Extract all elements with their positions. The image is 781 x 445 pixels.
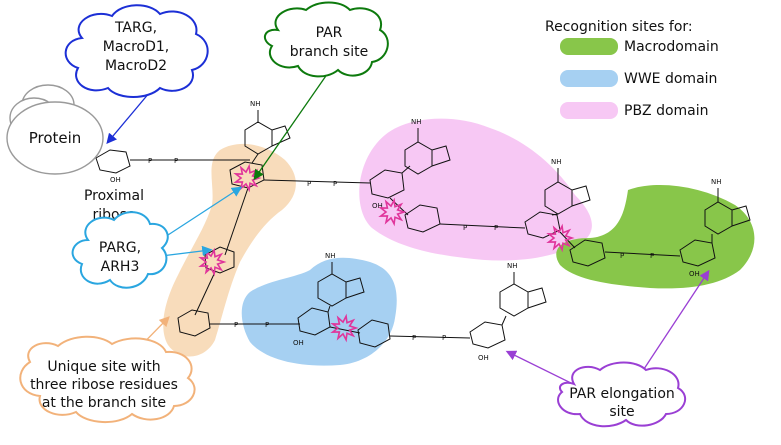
- ribose-ring-branch-mid: [204, 246, 235, 274]
- svg-text:NH: NH: [507, 262, 518, 270]
- svg-text:OH: OH: [110, 176, 121, 184]
- ribose-ring-5: [569, 239, 606, 267]
- proximal-label-line1: Proximal: [84, 188, 144, 204]
- par-branch-line1: PAR: [316, 25, 343, 41]
- svg-text:P: P: [307, 180, 311, 188]
- legend-label-macrodomain: Macrodomain: [624, 39, 719, 55]
- ribose-ring-2: [369, 169, 405, 199]
- par-branch-callout: PAR branch site: [263, 1, 389, 78]
- targ-callout: TARG, MacroD1, MacroD2: [64, 4, 209, 98]
- svg-text:P: P: [650, 252, 654, 260]
- unique-line3: at the branch site: [42, 395, 166, 411]
- elongation-line1: PAR elongation: [569, 386, 675, 402]
- targ-line3: MacroD2: [105, 58, 167, 74]
- unique-line2: three ribose residues: [30, 377, 178, 393]
- targ-line2: MacroD1,: [103, 39, 170, 55]
- elongation-callout: PAR elongation site: [557, 361, 687, 428]
- svg-text:OH: OH: [372, 202, 383, 210]
- svg-text:P: P: [442, 334, 446, 342]
- legend-label-wwe: WWE domain: [624, 71, 717, 87]
- svg-text:P: P: [494, 224, 498, 232]
- legend-label-pbz: PBZ domain: [624, 103, 709, 119]
- cleavage-star: [233, 163, 262, 193]
- par-branch-line2: branch site: [290, 44, 368, 60]
- svg-text:P: P: [265, 321, 269, 329]
- unique-line1: Unique site with: [47, 359, 160, 375]
- legend: Recognition sites for: Macrodomain WWE d…: [545, 19, 719, 119]
- elongation-line2: site: [609, 404, 634, 420]
- svg-text:NH: NH: [411, 118, 422, 126]
- parg-callout: PARG, ARH3: [71, 211, 169, 289]
- parg-line2: ARH3: [101, 259, 140, 275]
- svg-text:P: P: [463, 224, 467, 232]
- ribose-ring-6: [679, 239, 716, 267]
- svg-text:P: P: [333, 180, 337, 188]
- par-chain-structure: [89, 110, 751, 349]
- par-branch-arrow: [253, 69, 331, 181]
- wwe-domain-region: [241, 257, 397, 366]
- protein-label: Protein: [29, 129, 82, 147]
- ribose-ring-8: [357, 319, 391, 348]
- svg-text:NH: NH: [325, 252, 336, 260]
- legend-title: Recognition sites for:: [545, 19, 693, 35]
- proximal-ribose-ring: [95, 149, 131, 174]
- adenine-ring-6: [499, 283, 547, 317]
- legend-swatch-macrodomain: [560, 38, 618, 55]
- phosphate-labels: P P P P P P P P P P P P NH NH NH NH NH N…: [110, 100, 722, 362]
- ribose-ring-9: [469, 321, 506, 349]
- svg-text:NH: NH: [551, 158, 562, 166]
- protein-blob: [6, 84, 104, 175]
- legend-swatch-wwe: [560, 70, 618, 87]
- svg-text:P: P: [234, 321, 238, 329]
- parg-line1: PARG,: [99, 240, 141, 256]
- targ-line1: TARG,: [114, 20, 157, 36]
- ribose-ring-branch-low: [177, 309, 211, 337]
- svg-text:OH: OH: [293, 339, 304, 347]
- cleavage-star: [330, 313, 359, 343]
- cleavage-stars: [198, 163, 575, 343]
- elongation-arrow-right: [639, 269, 710, 376]
- cleavage-star: [546, 223, 575, 253]
- svg-text:NH: NH: [250, 100, 261, 108]
- pbz-domain-region: [359, 118, 592, 261]
- svg-text:OH: OH: [689, 270, 700, 278]
- svg-text:OH: OH: [478, 354, 489, 362]
- legend-swatch-pbz: [560, 102, 618, 119]
- svg-text:P: P: [412, 334, 416, 342]
- unique-site-callout: Unique site with three ribose residues a…: [19, 335, 196, 424]
- svg-text:NH: NH: [711, 178, 722, 186]
- elongation-arrow-left: [505, 350, 576, 386]
- svg-text:P: P: [174, 157, 178, 165]
- cleavage-star: [198, 247, 227, 277]
- svg-text:P: P: [148, 157, 152, 165]
- svg-text:P: P: [620, 252, 624, 260]
- cleavage-star: [378, 197, 407, 227]
